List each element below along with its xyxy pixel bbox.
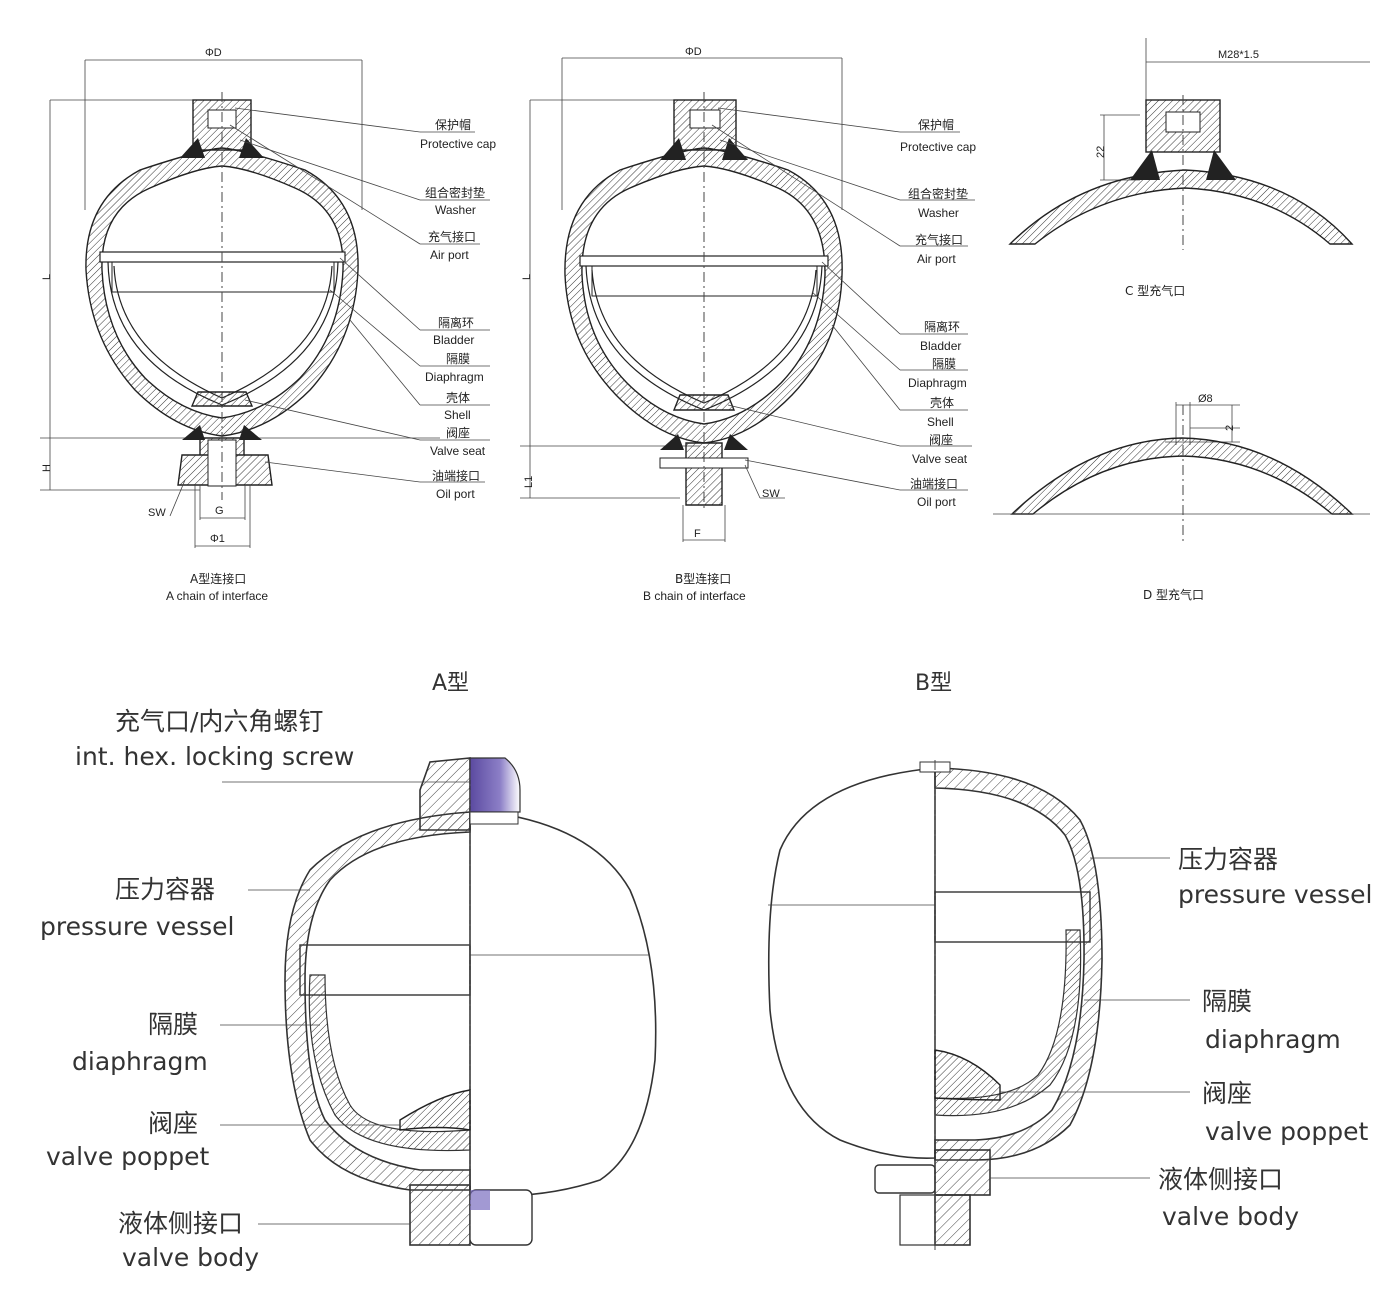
dim-thread: M28*1.5 [1218,49,1259,61]
label-cn: 隔离环 [924,319,960,334]
label-cn: 隔膜 [932,357,956,371]
int-hex-screw-cap [469,757,521,813]
label-cn: 保护帽 [918,117,954,132]
label-en: Oil port [436,487,475,501]
diagram-c-air-port: M28*1.5 22 C 型充气口 [1008,38,1370,298]
dim-SW: SW [762,488,780,500]
label-en: Washer [918,206,959,220]
dim-SW: SW [148,507,166,519]
label-en: valve body [122,1243,259,1272]
dim-L: L [521,274,533,280]
label-cn: 组合密封垫 [908,186,968,201]
label-cn: 组合密封垫 [425,185,485,200]
label-cn: 隔膜 [446,352,470,366]
label-en: Air port [430,248,469,262]
label-en: Valve seat [430,444,486,458]
label-cn: 油端接口 [910,476,958,491]
bottom-a-labels: 充气口/内六角螺钉 int. hex. locking screw 压力容器 p… [40,707,354,1272]
label-en: Bladder [920,339,961,353]
caption-c: C 型充气口 [1125,283,1185,298]
caption-b-cn: B型连接口 [675,571,731,586]
diagram-d-air-port: Ø8 2 D 型充气口 [993,393,1370,602]
valve-body [934,1149,991,1196]
label-en: diaphragm [1205,1025,1341,1054]
diagram-a-interface: ΦD L H G Φ1 SW [40,47,496,603]
label-cn: 阀座 [929,432,953,447]
bottom-b-title: B型 [915,671,952,696]
bottom-a-section: A型 充气口/内六角螺钉 int. hex. locking screw [40,671,657,1272]
dim-phiD: ΦD [685,46,702,58]
dim-phi1: Φ1 [210,533,225,545]
label-en: Oil port [917,495,956,509]
label-en: Shell [444,408,471,422]
valve-body [409,1184,471,1246]
bottom-a-title: A型 [432,671,469,696]
label-en: Protective cap [900,140,976,154]
dim-phi: Ø8 [1198,393,1213,405]
caption-a-en: A chain of interface [166,589,268,603]
dim-L1: L1 [523,476,535,488]
dim-H: H [41,464,53,472]
label-cn: 保护帽 [435,117,471,132]
dim-G: G [215,505,224,517]
dim-phiD: ΦD [205,47,222,59]
label-cn: 油端接口 [432,468,480,483]
label-cn: 液体侧接口 [118,1209,243,1238]
label-cn: 压力容器 [115,875,215,904]
dim-height: 2 [1224,425,1236,431]
label-en: valve poppet [46,1142,209,1171]
label-en: Diaphragm [425,370,484,384]
caption-a-cn: A型连接口 [190,571,246,586]
label-en: Valve seat [912,452,968,466]
bottom-b-section: B型 压力容器 pressure vessel 隔膜 diaphragm 阀座 [767,671,1372,1250]
label-cn: 充气接口 [915,232,963,247]
label-en: valve poppet [1205,1117,1368,1146]
label-cn: 隔膜 [148,1010,198,1039]
top-a-labels: 保护帽 Protective cap 组合密封垫 Washer 充气接口 Air… [420,117,496,501]
label-en: pressure vessel [40,912,234,941]
label-en: Diaphragm [908,376,967,390]
caption-b-en: B chain of interface [643,589,746,603]
caption-d: D 型充气口 [1143,587,1204,602]
label-cn: 隔膜 [1202,987,1252,1016]
diagram-b-interface: ΦD L L1 F SW [520,46,976,603]
label-en: Protective cap [420,137,496,151]
label-cn: 阀座 [1202,1079,1252,1108]
label-en: int. hex. locking screw [75,742,354,771]
label-en: diaphragm [72,1047,208,1076]
label-en: Shell [927,415,954,429]
dim-L: L [41,274,53,280]
label-cn: 阀座 [148,1109,198,1138]
label-cn: 充气口/内六角螺钉 [115,707,323,736]
label-cn: 阀座 [446,425,470,440]
top-b-labels: 保护帽 Protective cap 组合密封垫 Washer 充气接口 Air… [900,117,976,509]
label-cn: 压力容器 [1178,845,1278,874]
label-en: Bladder [433,333,474,347]
label-cn: 充气接口 [428,229,476,244]
label-cn: 壳体 [930,396,954,410]
label-cn: 隔离环 [438,315,474,330]
label-en: Air port [917,252,956,266]
bottom-b-labels: 压力容器 pressure vessel 隔膜 diaphragm 阀座 val… [1158,845,1372,1231]
label-en: valve body [1162,1202,1299,1231]
label-en: Washer [435,203,476,217]
dim-height: 22 [1095,146,1107,158]
dim-F: F [694,528,701,540]
label-cn: 液体侧接口 [1158,1165,1283,1194]
label-en: pressure vessel [1178,880,1372,909]
label-cn: 壳体 [446,391,470,405]
